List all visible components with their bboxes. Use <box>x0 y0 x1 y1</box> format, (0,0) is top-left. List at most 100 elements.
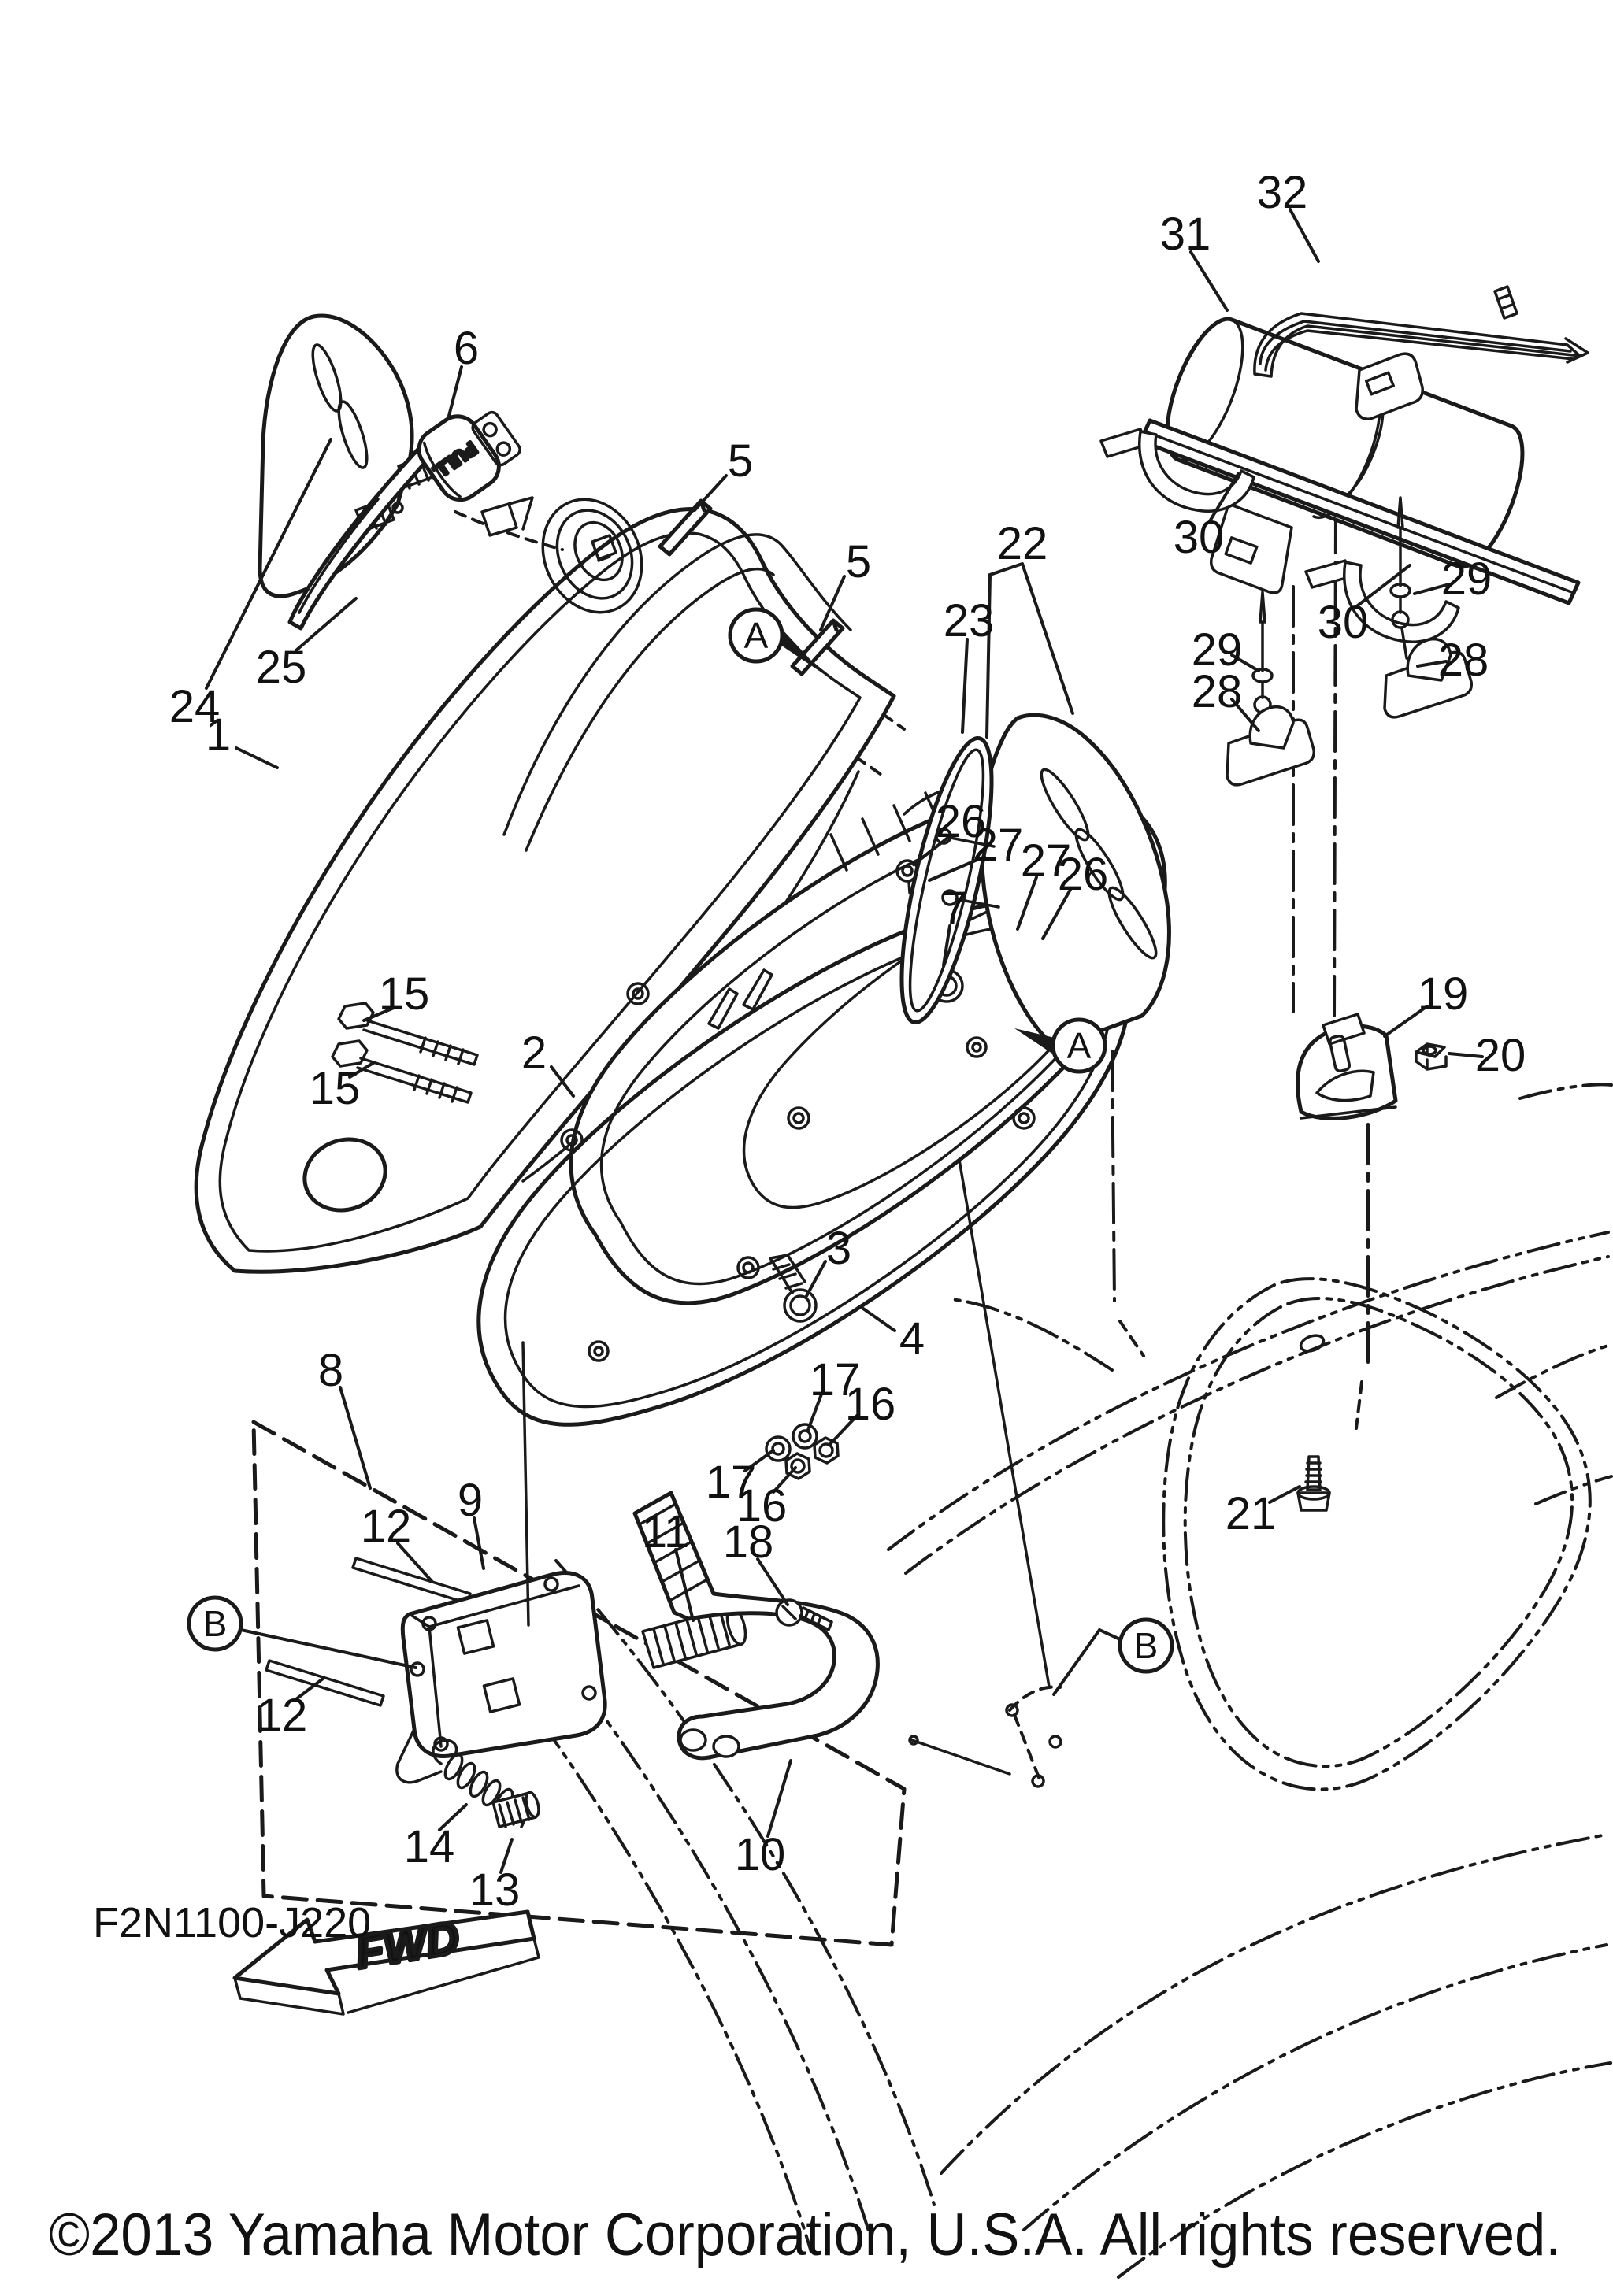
callout-number: 7 <box>942 883 967 934</box>
callout-32: 32 <box>1257 167 1320 263</box>
callout-15: 15 <box>362 968 430 1022</box>
callout-number: 9 <box>458 1475 483 1526</box>
latch-knob-part-6: PULL <box>417 410 534 537</box>
diagram-code: F2N1100-J220 <box>93 1899 371 1946</box>
callout-number: 19 <box>1418 968 1469 1020</box>
callout-2: 2 <box>521 1028 575 1098</box>
callout-number: 3 <box>826 1223 851 1274</box>
callout-number: 29 <box>1441 554 1492 605</box>
clamps-part-30 <box>1099 428 1460 643</box>
subassembly-box-8 <box>251 1420 907 1947</box>
callout-10: 10 <box>735 1759 792 1880</box>
callout-4: 4 <box>862 1307 925 1365</box>
callout-3: 3 <box>805 1223 851 1298</box>
callout-number: 28 <box>1438 635 1489 686</box>
callout-number: 26 <box>936 796 987 847</box>
callout-number: 17 <box>810 1354 861 1405</box>
callout-28: 28 <box>1416 635 1489 686</box>
callout-number: 30 <box>1318 597 1369 648</box>
callout-number: 21 <box>1226 1488 1277 1539</box>
box-alignment-line <box>521 1341 530 1627</box>
callout-number: 11 <box>642 1506 689 1557</box>
callout-number: 29 <box>1192 624 1243 676</box>
callout-5: 5 <box>693 435 753 512</box>
washers-17-nuts-16 <box>765 1423 840 1480</box>
callout-number: 30 <box>1174 512 1225 563</box>
callout-number: 32 <box>1257 167 1308 218</box>
callout-number: 15 <box>310 1063 361 1114</box>
callout-28: 28 <box>1192 666 1260 732</box>
bolts-part-15 <box>331 1002 479 1104</box>
plate-part-9 <box>395 1571 607 1784</box>
callout-number: 12 <box>257 1690 308 1741</box>
screw-part-3 <box>769 1254 818 1323</box>
callout-24: 24 <box>169 438 332 732</box>
callout-number: 26 <box>1058 849 1109 900</box>
cover-cylinder-part-31 <box>1138 317 1581 605</box>
nut-part-20 <box>1415 1042 1448 1071</box>
callout-B: B <box>1052 1617 1174 1696</box>
callout-30: 30 <box>1318 564 1411 648</box>
callout-18: 18 <box>723 1516 789 1606</box>
callout-16: 16 <box>829 1379 896 1446</box>
callout-number: 18 <box>723 1516 774 1568</box>
hook-cover-part-19 <box>1296 1013 1398 1120</box>
callout-12: 12 <box>257 1677 324 1741</box>
deck-details <box>908 1334 1326 1788</box>
callout-23: 23 <box>944 595 995 734</box>
handle-part-10 <box>632 1491 880 1761</box>
callout-number: 27 <box>1021 835 1072 887</box>
callout-number: 15 <box>379 968 430 1020</box>
callout-B: B <box>187 1595 417 1669</box>
callout-number: 10 <box>735 1829 786 1880</box>
callout-number: 22 <box>997 518 1048 569</box>
callout-number: 12 <box>361 1501 412 1552</box>
callout-number: 4 <box>899 1313 925 1365</box>
callout-6: 6 <box>447 323 479 417</box>
callout-number: 8 <box>318 1345 343 1396</box>
pins-part-12 <box>265 1557 472 1707</box>
callout-A: A <box>1014 1017 1107 1074</box>
callout-number: 1 <box>206 709 231 761</box>
callout-17: 17 <box>806 1354 861 1431</box>
callout-30: 30 <box>1174 472 1240 563</box>
bracket-part-32 <box>1253 285 1589 378</box>
callout-A: A <box>728 607 824 674</box>
callout-number: 23 <box>944 595 995 646</box>
callout-number: 14 <box>404 1821 455 1872</box>
callout-9: 9 <box>458 1475 485 1570</box>
callout-8: 8 <box>318 1345 372 1490</box>
bolt-part-21 <box>1296 1455 1331 1512</box>
callout-20: 20 <box>1448 1030 1526 1081</box>
callout-22: 22 <box>985 518 1074 739</box>
callout-number: 5 <box>846 536 871 587</box>
brackets-part-28 <box>1226 637 1473 787</box>
callout-number: 16 <box>845 1379 896 1430</box>
callout-27: 27 <box>928 820 1023 882</box>
callout-number: 6 <box>454 323 479 374</box>
callout-26: 26 <box>1041 849 1109 940</box>
callout-27: 27 <box>1016 835 1072 931</box>
callout-7: 7 <box>942 883 967 967</box>
callout-letter: B <box>203 1603 228 1644</box>
callout-number: 16 <box>736 1480 788 1531</box>
callout-26: 26 <box>912 796 987 866</box>
callout-21: 21 <box>1226 1485 1301 1539</box>
callout-number: 28 <box>1192 666 1243 717</box>
callout-number: 24 <box>169 681 221 732</box>
copyright-text: ©2013 Yamaha Motor Corporation, U.S.A. A… <box>49 2202 1561 2268</box>
callout-31: 31 <box>1160 209 1229 312</box>
callout-letter: B <box>1134 1625 1159 1666</box>
callout-layer: 1234556789101112121314151516161717181920… <box>169 167 1526 1916</box>
callout-number: 5 <box>728 435 753 487</box>
callout-number: 2 <box>521 1028 547 1079</box>
callout-25: 25 <box>256 597 358 693</box>
vent-seal-part-23 <box>899 736 1000 1024</box>
callout-17: 17 <box>706 1449 775 1508</box>
callout-number: 25 <box>256 642 307 693</box>
callout-letter: A <box>1067 1025 1092 1066</box>
callout-1: 1 <box>206 709 279 769</box>
grip-roller-part-11 <box>641 1605 747 1669</box>
